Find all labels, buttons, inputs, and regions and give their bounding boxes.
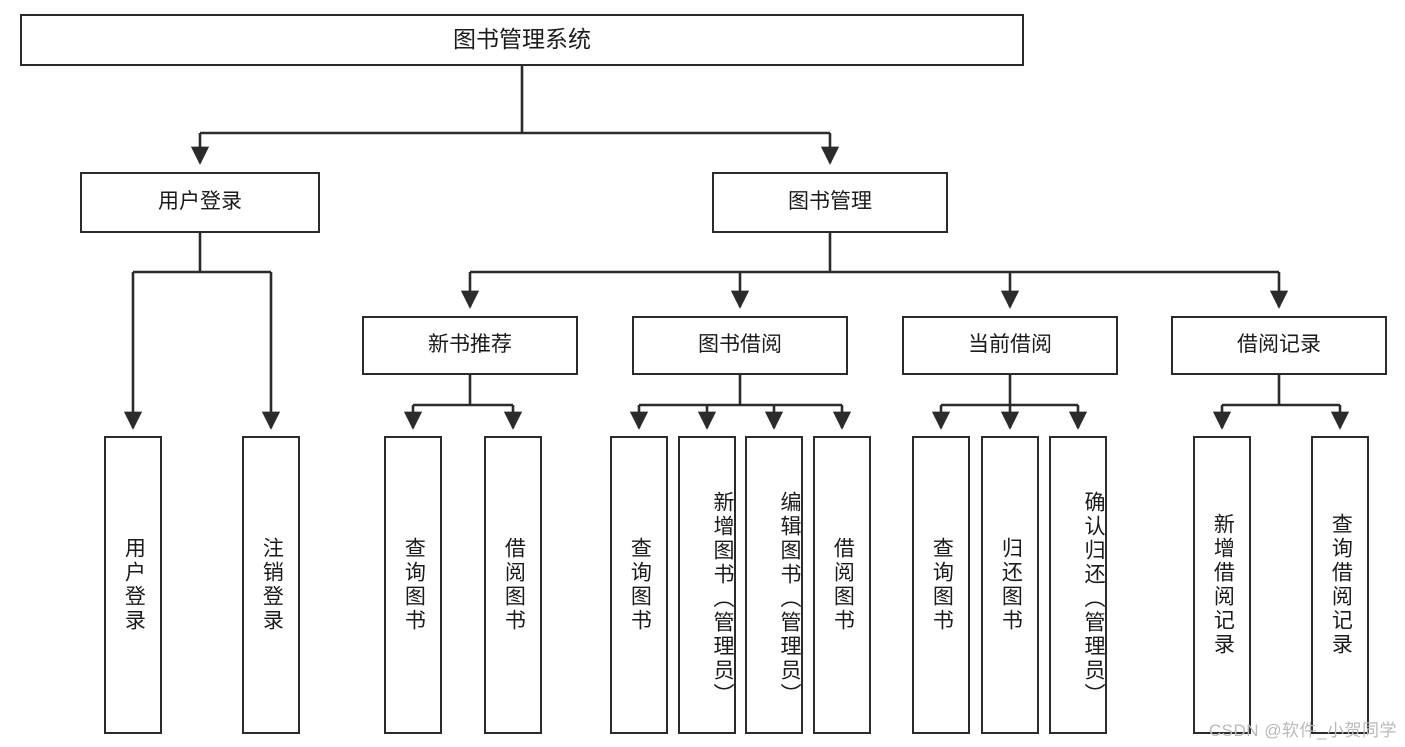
leaf-current-borrow-confirm-return-admin[interactable]: 确认归还（管理员） xyxy=(1049,436,1107,734)
node-label: 图书管理 xyxy=(788,190,872,214)
node-label: 新增图书（管理员） xyxy=(711,491,734,707)
leaf-book-borrow-borrow-book[interactable]: 借阅图书 xyxy=(813,436,871,734)
leaf-borrow-record-add-record[interactable]: 新增借阅记录 xyxy=(1193,436,1251,734)
node-label: 新增借阅记录 xyxy=(1211,513,1235,657)
node-current-borrow[interactable]: 当前借阅 xyxy=(902,316,1118,375)
leaf-new-book-query-book[interactable]: 查询图书 xyxy=(384,436,442,734)
leaf-book-borrow-add-book-admin[interactable]: 新增图书（管理员） xyxy=(678,436,736,734)
node-label: 注销登录 xyxy=(260,537,284,633)
node-label: 归还图书 xyxy=(999,537,1023,633)
node-label: 查询图书 xyxy=(402,537,426,633)
leaf-new-book-borrow-book[interactable]: 借阅图书 xyxy=(484,436,542,734)
leaf-current-borrow-query-book[interactable]: 查询图书 xyxy=(912,436,970,734)
node-label: 查询借阅记录 xyxy=(1329,513,1353,657)
node-label: 借阅图书 xyxy=(502,537,526,633)
node-label: 编辑图书（管理员） xyxy=(778,491,801,707)
leaf-book-borrow-edit-book-admin[interactable]: 编辑图书（管理员） xyxy=(745,436,803,734)
node-label: 借阅记录 xyxy=(1237,333,1321,357)
leaf-current-borrow-return-book[interactable]: 归还图书 xyxy=(981,436,1039,734)
node-label: 图书借阅 xyxy=(698,333,782,357)
node-user-login[interactable]: 用户登录 xyxy=(80,172,320,233)
node-label: 用户登录 xyxy=(158,190,242,214)
node-label: 当前借阅 xyxy=(968,333,1052,357)
node-label: 确认归还（管理员） xyxy=(1082,491,1105,707)
node-borrow-record[interactable]: 借阅记录 xyxy=(1171,316,1387,375)
node-label: 查询图书 xyxy=(628,537,652,633)
node-root-system[interactable]: 图书管理系统 xyxy=(20,14,1024,66)
node-label: 图书管理系统 xyxy=(453,26,591,53)
node-label: 查询图书 xyxy=(930,537,954,633)
leaf-borrow-record-query-record[interactable]: 查询借阅记录 xyxy=(1311,436,1369,734)
node-label: 借阅图书 xyxy=(831,537,855,633)
node-new-book-recommend[interactable]: 新书推荐 xyxy=(362,316,578,375)
leaf-user-login-logout[interactable]: 注销登录 xyxy=(242,436,300,734)
leaf-book-borrow-query-book[interactable]: 查询图书 xyxy=(610,436,668,734)
leaf-user-login-login[interactable]: 用户登录 xyxy=(104,436,162,734)
node-label: 新书推荐 xyxy=(428,333,512,357)
node-book-management[interactable]: 图书管理 xyxy=(712,172,948,233)
node-book-borrow[interactable]: 图书借阅 xyxy=(632,316,848,375)
node-label: 用户登录 xyxy=(122,537,146,633)
